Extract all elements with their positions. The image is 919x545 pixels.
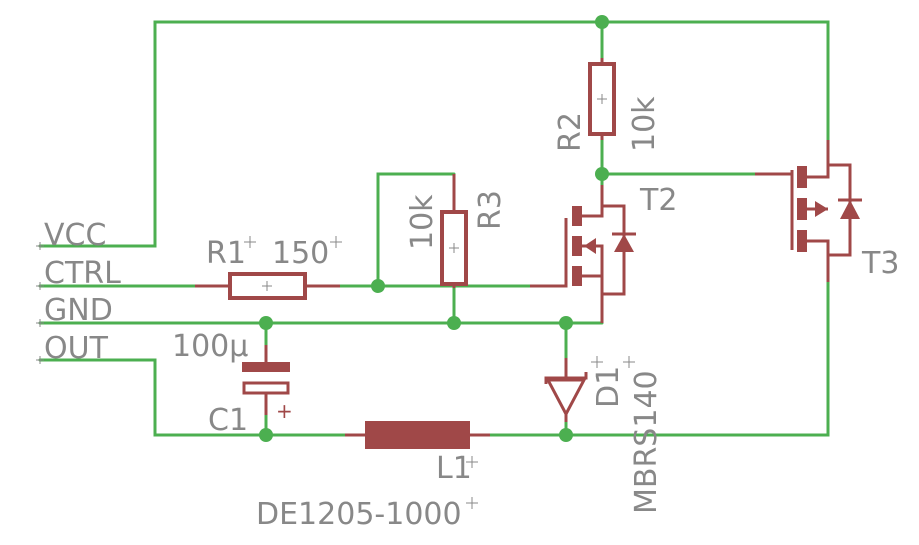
- label-r1-ref: R1: [206, 236, 246, 271]
- label-origin-marks: [244, 236, 635, 509]
- net-label-vcc: VCC: [44, 218, 106, 253]
- capacitor-c1: [242, 345, 290, 415]
- diode-d1: [544, 358, 588, 422]
- label-d1-ref: D1: [591, 366, 626, 408]
- label-c1-ref: C1: [208, 403, 248, 438]
- junction-gnd-c1: [259, 316, 273, 330]
- junction-gnd-d1: [559, 316, 573, 330]
- net-label-out: OUT: [44, 331, 109, 366]
- resistor-r1: [195, 272, 340, 300]
- label-r3-value: 10k: [405, 194, 440, 250]
- label-c1-value: 100µ: [172, 329, 248, 364]
- mosfet-t3: [755, 140, 862, 282]
- junction-r3-gate: [371, 279, 385, 293]
- label-r1-value: 150: [272, 236, 329, 271]
- wire-vcc: [38, 20, 830, 248]
- net-label-ctrl: CTRL: [44, 256, 121, 291]
- label-r2-ref: R2: [553, 112, 588, 152]
- junction-gnd-r3: [447, 316, 461, 330]
- label-t2-ref: T2: [639, 183, 677, 218]
- component-labels: R1 150 R2 10k 10k R3 100µ C1 + L1 DE1205…: [172, 96, 899, 532]
- junction-vcc-r2: [595, 15, 609, 29]
- label-c1-polarity: +: [276, 399, 293, 423]
- label-l1-value: DE1205-1000: [256, 497, 462, 532]
- label-d1-value: MBRS140: [629, 370, 664, 514]
- label-r2-value: 10k: [627, 96, 662, 152]
- label-l1-ref: L1: [436, 451, 472, 486]
- mosfet-t2: [530, 185, 636, 323]
- label-t3-ref: T3: [861, 246, 899, 281]
- net-label-gnd: GND: [44, 293, 113, 328]
- label-r3-ref: R3: [473, 190, 508, 230]
- wire-r3-top: [376, 172, 456, 288]
- wire-l1-t3: [488, 280, 830, 437]
- junction-out-c1: [259, 428, 273, 442]
- junction-r2-t2: [595, 167, 609, 181]
- resistor-r2: [588, 58, 616, 140]
- net-labels: VCC CTRL GND OUT: [36, 218, 121, 366]
- resistor-r3: [440, 174, 468, 288]
- junction-d1-l1: [559, 428, 573, 442]
- inductor-l1: [345, 421, 490, 449]
- wire-out: [38, 358, 347, 437]
- junctions: [259, 15, 609, 442]
